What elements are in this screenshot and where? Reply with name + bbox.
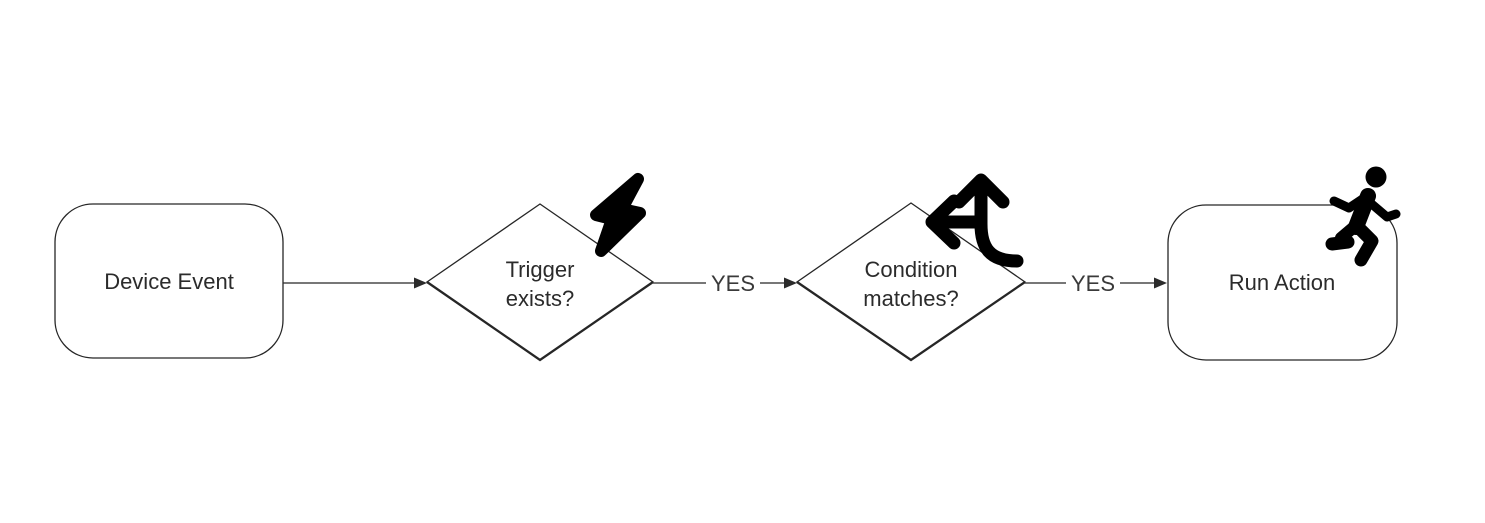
edge-label-yes-1: YES [711,271,755,296]
node-run-action: Run Action [1167,166,1401,361]
run-action-label: Run Action [1229,270,1335,295]
node-device-event: Device Event [54,203,284,359]
trigger-exists-label-line1: Trigger [506,257,575,282]
split-arrows-up-left-icon [925,173,1024,268]
person-running-icon [1325,166,1401,267]
condition-matches-label-line2: matches? [863,286,958,311]
node-trigger-exists: Trigger exists? [425,173,655,362]
trigger-exists-label-line2: exists? [506,286,574,311]
arrowhead-icon [414,277,427,289]
condition-matches-shape-shadow [796,281,1026,362]
edge-condition-to-run-action: YES [1025,271,1167,296]
edge-trigger-to-condition: YES [653,271,797,296]
arrowhead-icon [784,277,797,289]
trigger-exists-shape-shadow [426,281,654,362]
lightning-bolt-icon [590,173,646,257]
edge-device-event-to-trigger [283,277,427,289]
device-event-label: Device Event [104,269,234,294]
edge-label-yes-2: YES [1071,271,1115,296]
node-condition-matches: Condition matches? [795,173,1027,362]
arrowhead-icon [1154,277,1167,289]
device-event-shape [54,203,284,359]
condition-matches-label-line1: Condition [865,257,958,282]
